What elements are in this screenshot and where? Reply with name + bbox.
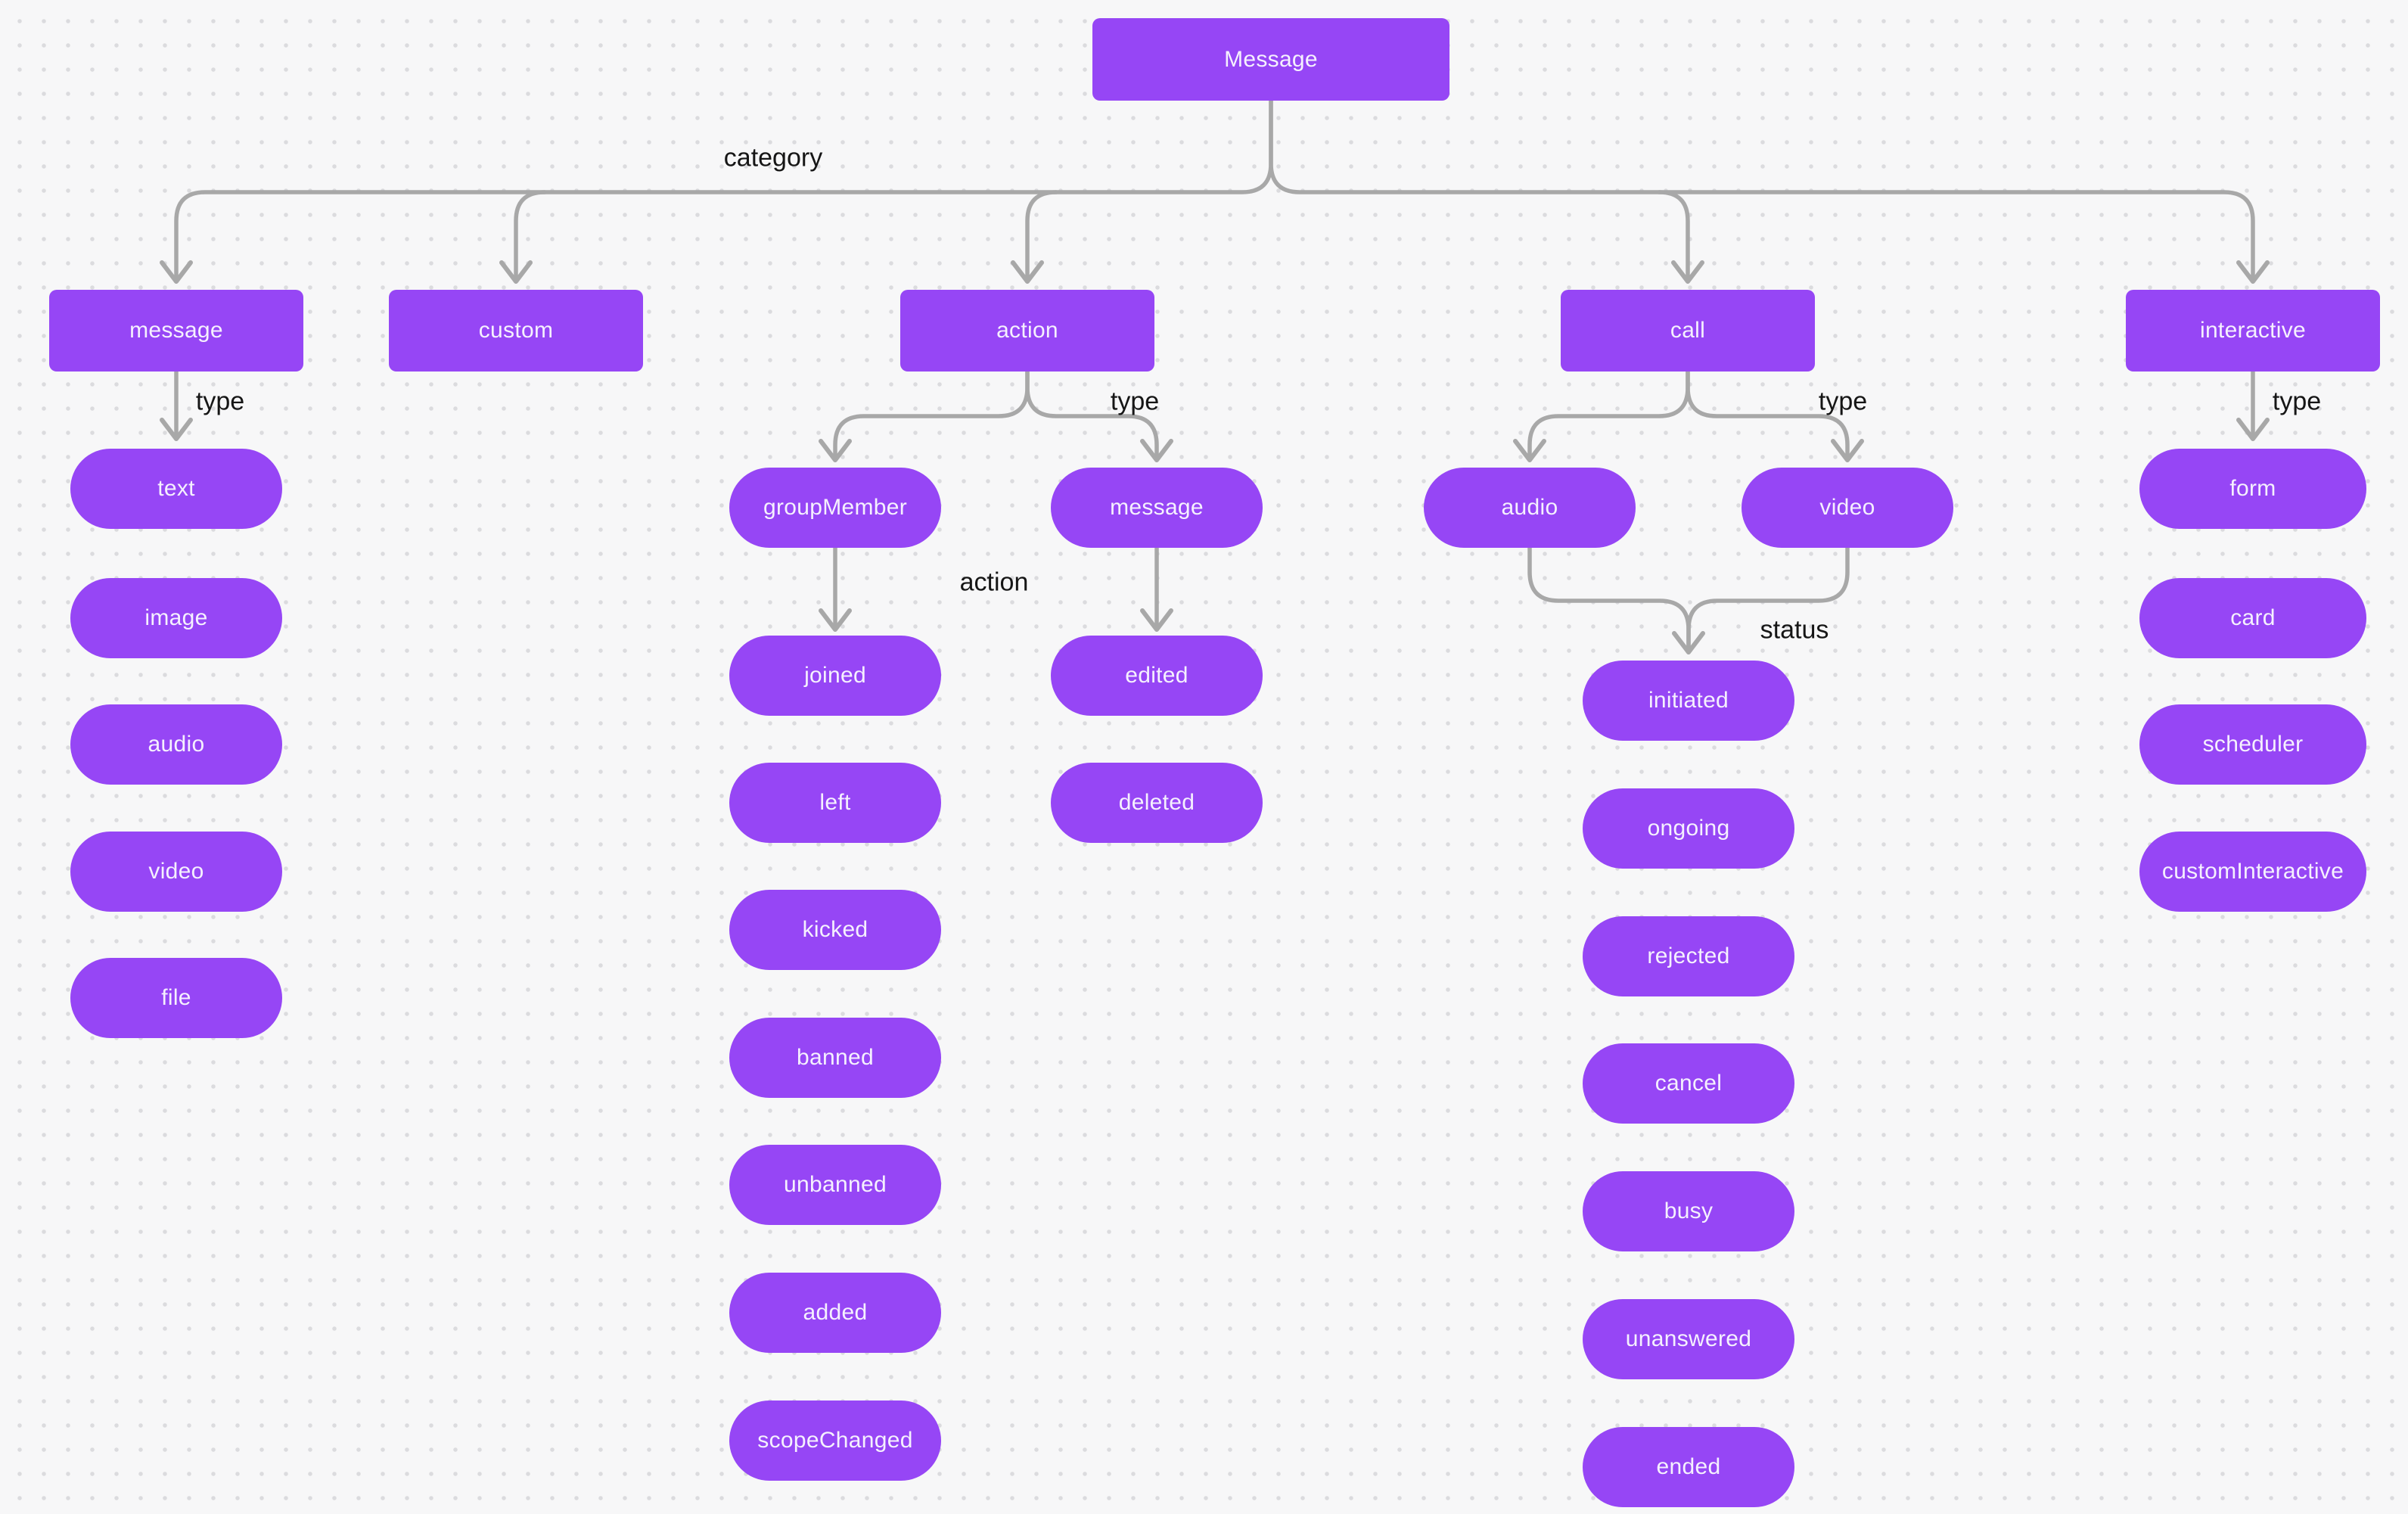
arrowhead-icon (819, 608, 852, 632)
node-interactive-type-card[interactable]: card (2139, 578, 2366, 658)
connector-root-right (1269, 98, 2255, 284)
node-message-type-image[interactable]: image (70, 578, 282, 658)
node-call-status-unanswered[interactable]: unanswered (1583, 1299, 1794, 1379)
connector-drop-custom (514, 190, 547, 284)
arrowhead-icon (1140, 439, 1173, 462)
arrowhead-icon (160, 418, 193, 441)
node-call-status-rejected[interactable]: rejected (1583, 916, 1794, 996)
node-interactive-type-custominteractive[interactable]: customInteractive (2139, 832, 2366, 912)
edge-label-action-type[interactable]: type (1110, 387, 1160, 416)
connector-drop-call (1657, 190, 1690, 284)
node-call-status-busy[interactable]: busy (1583, 1171, 1794, 1251)
edge-label-groupmember-action[interactable]: action (959, 567, 1029, 597)
connector-root-left (174, 98, 1273, 284)
node-category-message[interactable]: message (49, 290, 303, 372)
node-message-root[interactable]: Message (1092, 18, 1449, 101)
node-message-type-text[interactable]: text (70, 449, 282, 529)
edge-label-message-type[interactable]: type (195, 387, 245, 416)
node-message-type-audio[interactable]: audio (70, 704, 282, 785)
arrowhead-icon (1513, 439, 1546, 462)
node-call-status-cancel[interactable]: cancel (1583, 1043, 1794, 1124)
arrowhead-icon (2236, 418, 2270, 441)
arrowhead-icon (2236, 260, 2270, 284)
connector-call-video (1686, 369, 1850, 462)
edge-label-category[interactable]: category (723, 143, 823, 173)
node-call-status-ended[interactable]: ended (1583, 1427, 1794, 1507)
edge-label-call-type[interactable]: type (1818, 387, 1868, 416)
node-groupmember-action-added[interactable]: added (729, 1273, 941, 1353)
node-category-interactive[interactable]: interactive (2126, 290, 2380, 372)
node-category-custom[interactable]: custom (389, 290, 643, 372)
node-interactive-type-scheduler[interactable]: scheduler (2139, 704, 2366, 785)
node-groupmember-action-kicked[interactable]: kicked (729, 890, 941, 970)
arrowhead-icon (1672, 631, 1705, 654)
node-groupmember-action-left[interactable]: left (729, 763, 941, 843)
node-action-type-message[interactable]: message (1051, 468, 1263, 548)
node-groupmember-action-banned[interactable]: banned (729, 1018, 941, 1098)
node-interactive-type-form[interactable]: form (2139, 449, 2366, 529)
arrowhead-icon (160, 260, 193, 284)
node-call-type-audio[interactable]: audio (1424, 468, 1636, 548)
node-groupmember-action-scopechanged[interactable]: scopeChanged (729, 1401, 941, 1481)
edge-label-call-status[interactable]: status (1760, 615, 1829, 645)
connector-call-audio (1527, 369, 1690, 462)
arrowhead-icon (1011, 260, 1044, 284)
arrowhead-icon (1831, 439, 1864, 462)
node-message-type-video[interactable]: video (70, 832, 282, 912)
node-call-status-ongoing[interactable]: ongoing (1583, 788, 1794, 869)
arrowhead-icon (1140, 608, 1173, 632)
node-call-status-initiated[interactable]: initiated (1583, 661, 1794, 741)
node-category-action[interactable]: action (900, 290, 1154, 372)
node-actionmessage-deleted[interactable]: deleted (1051, 763, 1263, 843)
connector-audio-status (1527, 546, 1691, 654)
node-call-type-video[interactable]: video (1742, 468, 1953, 548)
arrowhead-icon (819, 439, 852, 462)
arrowhead-icon (499, 260, 533, 284)
arrowhead-icon (1671, 260, 1704, 284)
node-action-type-groupmember[interactable]: groupMember (729, 468, 941, 548)
node-actionmessage-edited[interactable]: edited (1051, 636, 1263, 716)
connector-action-groupmember (833, 369, 1030, 462)
node-category-call[interactable]: call (1561, 290, 1815, 372)
connector-drop-action (1025, 190, 1058, 284)
connector-action-message (1025, 369, 1159, 462)
node-groupmember-action-unbanned[interactable]: unbanned (729, 1145, 941, 1225)
node-groupmember-action-joined[interactable]: joined (729, 636, 941, 716)
edge-label-interactive-type[interactable]: type (2272, 387, 2322, 416)
node-message-type-file[interactable]: file (70, 958, 282, 1038)
connector-video-status (1686, 546, 1850, 654)
